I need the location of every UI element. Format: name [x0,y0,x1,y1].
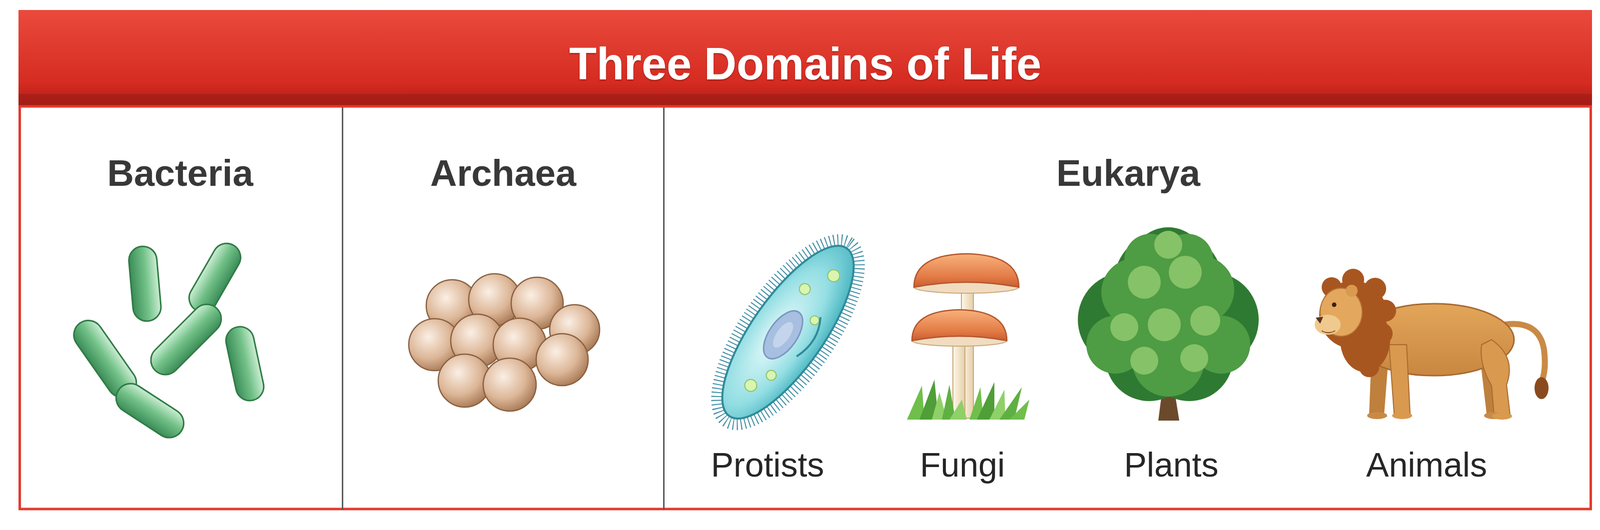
kingdom-label: Fungi [919,446,1005,484]
tree-illustration-part-part [1154,230,1183,259]
lion-illustration-part [1321,330,1336,333]
tree-illustration-part-part [1168,255,1202,289]
bacteria-illustration-part [144,298,228,381]
title-band [18,9,1593,108]
bacteria-illustration-part [110,378,189,444]
archaea-illustration-part [483,358,537,412]
bacteria-illustration-part [127,245,163,323]
protist-illustration-part [742,377,760,394]
lion-illustration-part [1481,339,1511,417]
domain-cell: Archaea [341,107,664,511]
bacteria-illustration-part [223,324,267,404]
lion-illustration-part [1492,412,1513,420]
archaea-illustration [408,273,600,412]
fungi-illustration-part-part [1009,399,1030,420]
protist-illustration-part [756,304,811,366]
lion-illustration-part [1332,302,1337,308]
fungi-illustration-part [913,253,1019,288]
lion-illustration-part [1392,412,1413,420]
protist-illustration-part [797,281,813,297]
tree-illustration-part-part [1190,305,1221,336]
fungi-illustration-part-part [949,399,967,420]
tree-illustration-part-part [1127,265,1161,299]
lion-illustration-part-part [1359,357,1380,378]
domain-cell: Bacteria [18,107,342,511]
lion-illustration-part [1367,412,1388,420]
tree-illustration-part-part [1180,344,1209,373]
lion-illustration-part-part [1374,299,1397,322]
protist-illustration [691,218,885,446]
tree-illustration [1077,227,1259,421]
protist-illustration-part [794,317,827,360]
tree-illustration-part-part [1147,308,1181,342]
domain-heading: Archaea [343,152,664,194]
domain-heading: Bacteria [18,152,342,194]
fungi-illustration-part [906,379,1030,420]
tree-illustration-part [1077,227,1259,402]
bacteria-illustration-part [183,238,246,318]
kingdom-label: Animals [1366,446,1488,484]
lion-illustration-part [1314,314,1341,335]
protist-illustration-part [699,227,876,437]
kingdom-label: Plants [1124,446,1219,484]
lion-illustration-part [1389,344,1411,415]
lion-illustration-part-part [1364,277,1387,300]
archaea-illustration-part [536,333,589,386]
fungi-illustration [906,253,1030,420]
lion-illustration [1314,268,1549,420]
kingdom-label: Protists [711,446,825,484]
tree-illustration-part-part [1110,313,1139,342]
protist-illustration-part [691,218,885,446]
protist-illustration-part [825,267,842,284]
title-area: Three Domains of Life [18,18,1593,109]
bacteria-illustration [67,238,267,444]
lion-illustration-part [1534,377,1549,400]
protist-illustration-part [764,368,779,383]
lion-illustration-part [1315,316,1324,324]
tree-illustration-part [1110,230,1221,375]
table-frame-part [19,106,1592,510]
title: Three Domains of Life [569,39,1042,89]
fungi-illustration-part [911,309,1007,341]
table-frame [19,106,1592,510]
fungi-illustration-part-part [976,382,995,420]
tree-illustration-part-part [1130,346,1159,375]
title-band-part [18,9,1593,108]
protist-illustration-part [769,318,798,351]
lion-illustration-part-part [1370,322,1393,345]
lion-illustration-part [1345,284,1358,297]
domain-heading: Eukarya [664,152,1593,194]
